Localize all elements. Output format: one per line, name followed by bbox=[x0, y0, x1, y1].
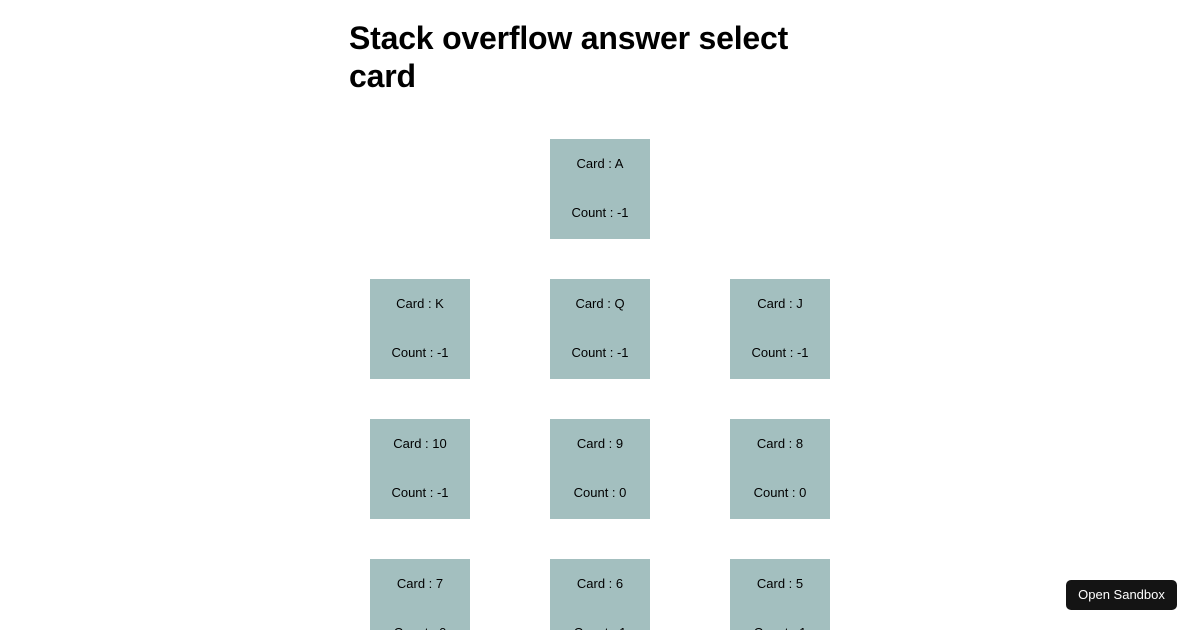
card-label: Card : Q bbox=[575, 296, 625, 311]
card-slot: Card : 9 Count : 0 bbox=[550, 419, 650, 519]
card-label: Card : 8 bbox=[756, 436, 804, 451]
card[interactable]: Card : J Count : -1 bbox=[730, 279, 830, 379]
card[interactable]: Card : K Count : -1 bbox=[370, 279, 470, 379]
card[interactable]: Card : 6 Count : 1 bbox=[550, 559, 650, 630]
card-count: Count : -1 bbox=[571, 205, 629, 220]
card[interactable]: Card : 7 Count : 0 bbox=[370, 559, 470, 630]
card-slot: Card : 8 Count : 0 bbox=[730, 419, 830, 519]
card-count: Count : -1 bbox=[751, 345, 809, 360]
card-slot: Card : Q Count : -1 bbox=[550, 279, 650, 379]
card-count: Count : -1 bbox=[391, 485, 449, 500]
card-label: Card : J bbox=[757, 296, 803, 311]
card-slot: Card : A Count : -1 bbox=[550, 139, 650, 239]
page-title: Stack overflow answer select card bbox=[349, 20, 789, 94]
card-count: Count : -1 bbox=[391, 345, 449, 360]
card-label: Card : 6 bbox=[576, 576, 624, 591]
card-count: Count : -1 bbox=[571, 345, 629, 360]
card-label: Card : 9 bbox=[576, 436, 624, 451]
card-slot: Card : 10 Count : -1 bbox=[370, 419, 470, 519]
card-slot: Card : J Count : -1 bbox=[730, 279, 830, 379]
card-row: Card : A Count : -1 bbox=[370, 139, 830, 279]
card-slot-empty bbox=[730, 139, 830, 239]
card-slot: Card : K Count : -1 bbox=[370, 279, 470, 379]
open-sandbox-button[interactable]: Open Sandbox bbox=[1066, 580, 1177, 610]
card-count: Count : 1 bbox=[574, 625, 627, 630]
card-slot: Card : 5 Count : 1 bbox=[730, 559, 830, 630]
card-label: Card : A bbox=[576, 156, 624, 171]
card[interactable]: Card : 8 Count : 0 bbox=[730, 419, 830, 519]
card[interactable]: Card : 9 Count : 0 bbox=[550, 419, 650, 519]
card-slot: Card : 6 Count : 1 bbox=[550, 559, 650, 630]
card-count: Count : 1 bbox=[754, 625, 807, 630]
card-slot: Card : 7 Count : 0 bbox=[370, 559, 470, 630]
card[interactable]: Card : 10 Count : -1 bbox=[370, 419, 470, 519]
card[interactable]: Card : Q Count : -1 bbox=[550, 279, 650, 379]
card-label: Card : K bbox=[396, 296, 444, 311]
card-label: Card : 5 bbox=[756, 576, 804, 591]
card-count: Count : 0 bbox=[753, 485, 807, 500]
card[interactable]: Card : 5 Count : 1 bbox=[730, 559, 830, 630]
card-count: Count : 0 bbox=[394, 625, 447, 630]
card-slot-empty bbox=[370, 139, 470, 239]
card-count: Count : 0 bbox=[573, 485, 627, 500]
card-label: Card : 10 bbox=[393, 436, 447, 451]
card-label: Card : 7 bbox=[396, 576, 444, 591]
card[interactable]: Card : A Count : -1 bbox=[550, 139, 650, 239]
